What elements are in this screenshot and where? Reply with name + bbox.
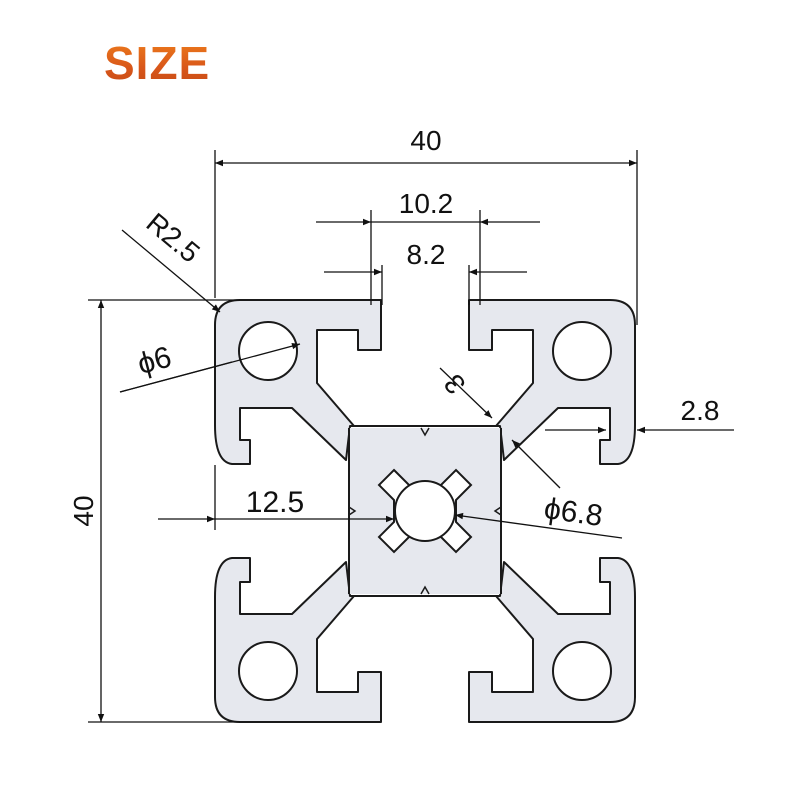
corner-holes <box>238 321 612 701</box>
dim-center-bore: ϕ6.8 <box>542 492 605 533</box>
dim-wall-thickness: 3 <box>438 368 472 400</box>
dim-slot-outer-width: 10.2 <box>399 188 454 219</box>
dim-slot-opening: 8.2 <box>407 239 446 270</box>
dim-corner-radius: R2.5 <box>140 207 205 269</box>
dimension-lines <box>88 150 734 723</box>
dim-slot-center-offset: 12.5 <box>246 486 304 519</box>
corner-hole-bottom-left <box>238 641 298 701</box>
dim-corner-hole: ϕ6 <box>134 341 175 382</box>
dim-overall-height: 40 <box>68 495 99 526</box>
dim-overall-width: 40 <box>410 125 441 156</box>
corner-hole-top-left <box>238 321 298 381</box>
center-bore <box>377 468 473 554</box>
notch-marks <box>348 427 502 595</box>
corner-hole-top-right <box>552 321 612 381</box>
corner-hole-bottom-right <box>552 641 612 701</box>
dim-slot-lip: 2.8 <box>681 395 720 426</box>
page-title: SIZE <box>104 37 211 89</box>
